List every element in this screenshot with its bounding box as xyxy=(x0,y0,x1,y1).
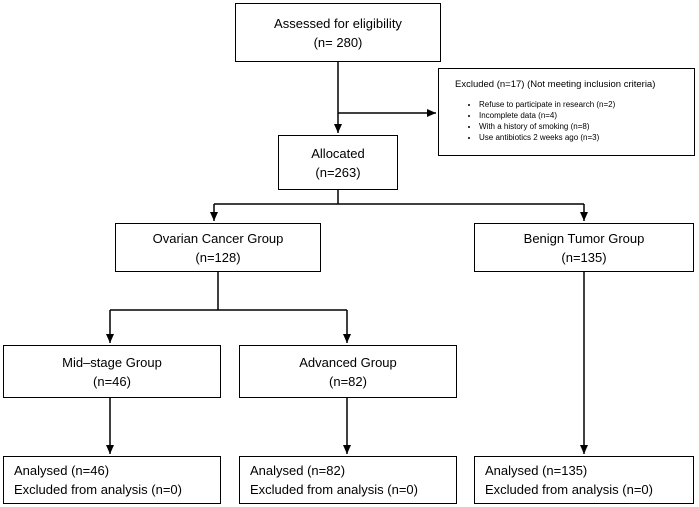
advanced-excluded-count: Excluded from analysis (n=0) xyxy=(250,482,418,497)
benign-analysed-count: Analysed (n=135) xyxy=(485,463,588,478)
benign-group-count: (n=135) xyxy=(561,249,607,265)
midstage-group-title: Mid–stage Group xyxy=(62,354,162,370)
excluded-title: Excluded (n=17) (Not meeting inclusion c… xyxy=(455,79,656,90)
assessed-count: (n= 280) xyxy=(313,34,363,50)
excluded-reason: With a history of smoking (n=8) xyxy=(479,121,615,132)
advanced-analysis-box: Analysed (n=82) Excluded from analysis (… xyxy=(239,456,457,504)
excluded-reason: Refuse to participate in research (n=2) xyxy=(479,99,615,110)
midstage-analysis-box: Analysed (n=46) Excluded from analysis (… xyxy=(3,456,221,504)
benign-excluded-count: Excluded from analysis (n=0) xyxy=(485,482,653,497)
benign-group-box: Benign Tumor Group (n=135) xyxy=(474,223,694,272)
ovarian-group-box: Ovarian Cancer Group (n=128) xyxy=(115,223,321,272)
allocated-title: Allocated xyxy=(311,145,365,161)
advanced-analysed-count: Analysed (n=82) xyxy=(250,463,346,478)
midstage-analysed-count: Analysed (n=46) xyxy=(14,463,110,478)
benign-group-title: Benign Tumor Group xyxy=(523,230,645,246)
excluded-reason: Use antibiotics 2 weeks ago (n=3) xyxy=(479,132,615,143)
allocated-count: (n=263) xyxy=(315,164,361,180)
excluded-reasons-list: Refuse to participate in research (n=2) … xyxy=(469,99,615,143)
assessed-box: Assessed for eligibility (n= 280) xyxy=(235,3,441,62)
ovarian-group-title: Ovarian Cancer Group xyxy=(152,230,284,246)
advanced-group-title: Advanced Group xyxy=(299,354,397,370)
excluded-reason: Incomplete data (n=4) xyxy=(479,110,615,121)
allocated-box: Allocated (n=263) xyxy=(278,135,398,190)
ovarian-group-count: (n=128) xyxy=(195,249,241,265)
excluded-box: Excluded (n=17) (Not meeting inclusion c… xyxy=(438,68,695,156)
advanced-group-box: Advanced Group (n=82) xyxy=(239,345,457,398)
midstage-group-box: Mid–stage Group (n=46) xyxy=(3,345,221,398)
benign-analysis-box: Analysed (n=135) Excluded from analysis … xyxy=(474,456,694,504)
assessed-title: Assessed for eligibility xyxy=(274,15,402,31)
midstage-excluded-count: Excluded from analysis (n=0) xyxy=(14,482,182,497)
advanced-group-count: (n=82) xyxy=(329,373,367,389)
midstage-group-count: (n=46) xyxy=(93,373,131,389)
